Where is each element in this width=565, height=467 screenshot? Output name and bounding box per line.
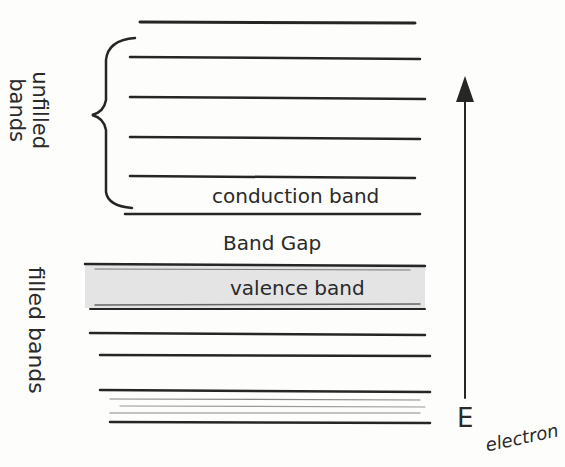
band-shading (120, 406, 425, 407)
energy-band (90, 308, 425, 310)
band-shading (95, 269, 410, 270)
energy-band (140, 22, 415, 23)
band-shading (95, 304, 420, 305)
band-shading (85, 264, 425, 308)
energy-band (130, 137, 420, 139)
energy-band (130, 57, 420, 59)
group-label: filled bands (24, 266, 48, 393)
axis-subscript: electron (484, 421, 560, 456)
energy-axis (464, 96, 466, 398)
energy-band (90, 333, 425, 335)
bracket (92, 38, 135, 208)
band-label: conduction band (212, 185, 379, 207)
band-shading (110, 412, 420, 413)
energy-band (125, 213, 420, 216)
band-label: valence band (230, 277, 365, 299)
bracket-label: unfilled bands (5, 60, 51, 160)
energy-band (130, 176, 415, 178)
energy-band (130, 97, 425, 99)
band-shading (110, 399, 420, 400)
energy-band (100, 355, 430, 356)
axis-label: E (457, 404, 473, 433)
energy-band (110, 422, 430, 423)
arrow-head (456, 76, 474, 102)
energy-band (100, 390, 430, 392)
energy-band (85, 264, 425, 266)
gap-label: Band Gap (223, 232, 321, 254)
